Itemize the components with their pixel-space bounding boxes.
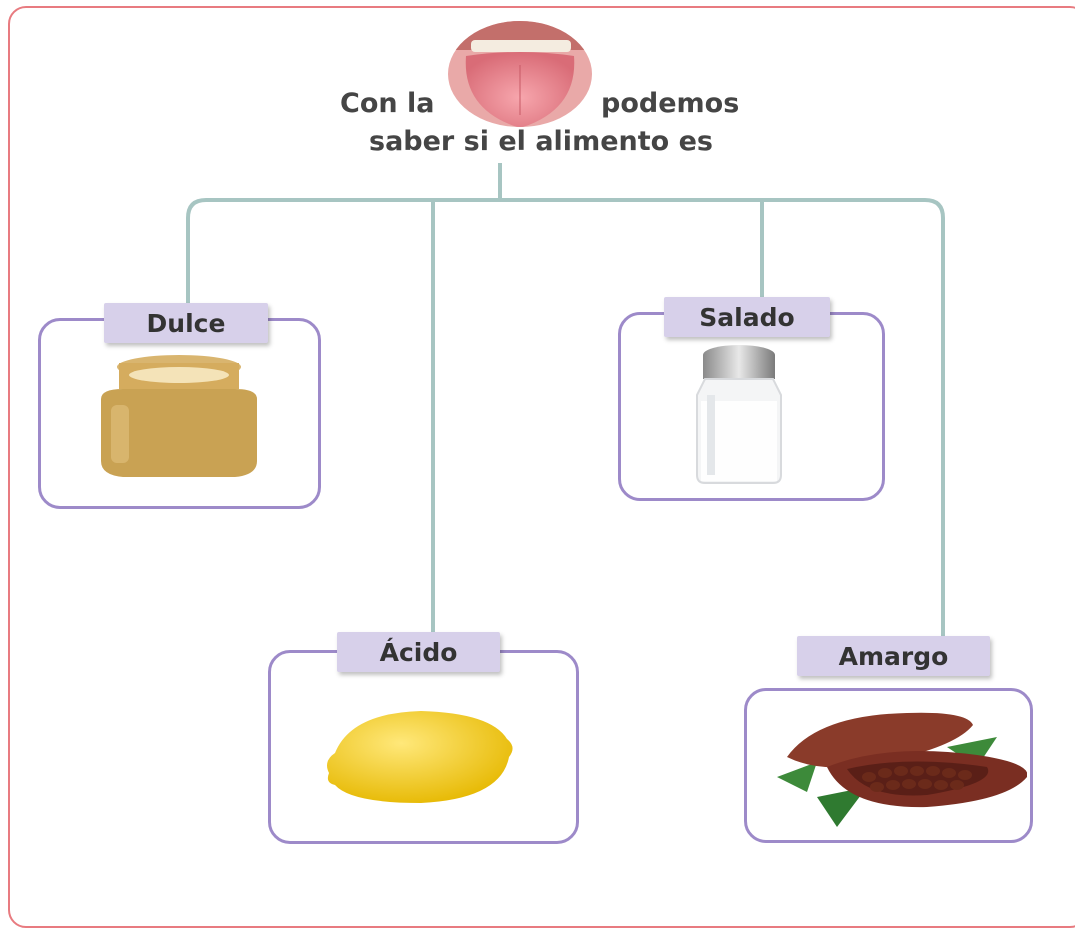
header-text-after: podemos (601, 88, 740, 119)
connector-horizontal (186, 198, 945, 640)
lemon-image (327, 711, 513, 803)
salt-shaker-image (696, 345, 782, 484)
label-acido: Ácido (337, 632, 500, 672)
card-amargo (744, 688, 1033, 843)
honey-jar-image (101, 355, 257, 477)
card-salado (618, 312, 885, 501)
label-dulce: Dulce (104, 303, 268, 343)
label-amargo: Amargo (797, 636, 990, 676)
label-salado: Salado (664, 297, 830, 337)
card-acido (268, 650, 579, 844)
outer-frame (8, 6, 1075, 928)
card-dulce (38, 318, 321, 509)
header-text-before: Con la (340, 88, 435, 119)
tongue-image (446, 20, 594, 128)
cacao-pod-image (777, 712, 1027, 827)
header-text-line2: saber si el alimento es (369, 126, 713, 157)
